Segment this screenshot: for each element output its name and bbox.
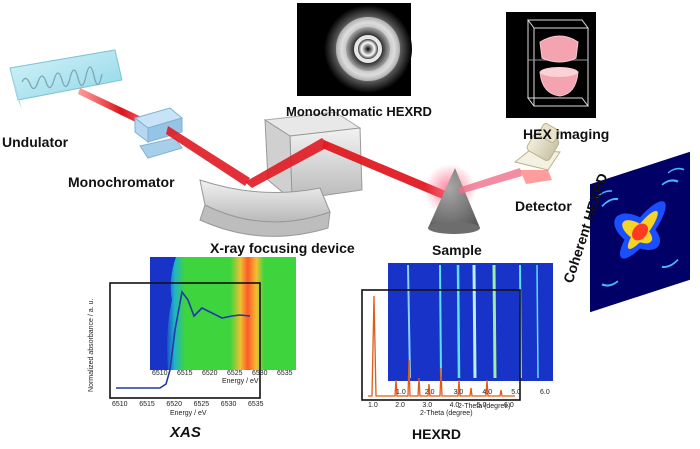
xas-xlabel: Energy / eV [170, 410, 207, 417]
hexrd-tick: 3.0 [422, 402, 433, 409]
hex-imaging-label: HEX imaging [523, 126, 610, 142]
xas-tick: 6510 [112, 401, 128, 408]
coherent-hexrd-image [590, 151, 690, 313]
hexrd-tick: 5.0 [476, 402, 487, 409]
beam-segment-2 [166, 126, 250, 186]
undulator-label: Undulator [2, 134, 69, 150]
undulator-device [9, 49, 123, 110]
xas-tick: 6535 [248, 401, 264, 408]
hexrd-tick: 1.0 [368, 402, 378, 409]
xas-label: XAS [170, 424, 201, 441]
mono-hexrd-image [297, 3, 412, 96]
xas-tick: 6520 [166, 401, 182, 408]
hexrd-plot [361, 289, 521, 401]
xas-map [150, 257, 296, 370]
monochromator-label: Monochromator [68, 174, 175, 190]
xas-plot [109, 282, 261, 399]
monochromator-device [133, 107, 184, 159]
hexrd-map-xlabel: 2-Theta (degree) [458, 403, 511, 410]
xas-ylabel: Normalized absorbance / a. u. [88, 298, 95, 392]
xas-map-xlabel: Energy / eV [222, 378, 259, 385]
mono-hexrd-label: Monochromatic HEXRD [286, 104, 432, 119]
hex-imaging-image [506, 12, 596, 118]
beam-segment-3 [245, 138, 330, 188]
sample-label: Sample [432, 242, 482, 258]
hexrd-map-tick: 1.0 [396, 389, 406, 396]
beam-segment-4 [322, 140, 448, 200]
beam-segment-5 [458, 168, 522, 194]
hexrd-map-tick: 6.0 [540, 389, 550, 396]
sample-cone [428, 168, 480, 234]
xas-map-tick: 6515 [177, 370, 193, 377]
hexrd-tick: 4.0 [449, 402, 460, 409]
focusing-mirror-bottom [199, 179, 331, 237]
hexrd-xlabel: 2-Theta (degree) [420, 410, 473, 417]
hexrd-tick: 6.0 [504, 402, 514, 409]
focusing-device-label: X-ray focusing device [210, 240, 355, 256]
xas-map-tick: 6525 [227, 370, 243, 377]
hexrd-map-tick: 4.0 [482, 389, 493, 396]
detector-device [513, 123, 561, 184]
hexrd-map-tick: 3.0 [453, 389, 464, 396]
xas-map-tick: 6535 [277, 370, 293, 377]
hexrd-tick: 2.0 [395, 402, 405, 409]
xas-tick: 6515 [139, 401, 155, 408]
xas-tick: 6530 [220, 401, 237, 408]
hexrd-label: HEXRD [412, 426, 462, 442]
detector-label: Detector [515, 198, 572, 214]
hexrd-map-tick: 5.0 [511, 389, 521, 396]
xas-map-tick: 6510 [152, 370, 168, 377]
hexrd-map-tick: 2.0 [424, 389, 435, 396]
xas-map-tick: 6520 [202, 370, 218, 377]
xas-tick: 6525 [193, 401, 210, 408]
xas-map-tick: 6530 [252, 370, 268, 377]
hexrd-map [388, 263, 553, 381]
